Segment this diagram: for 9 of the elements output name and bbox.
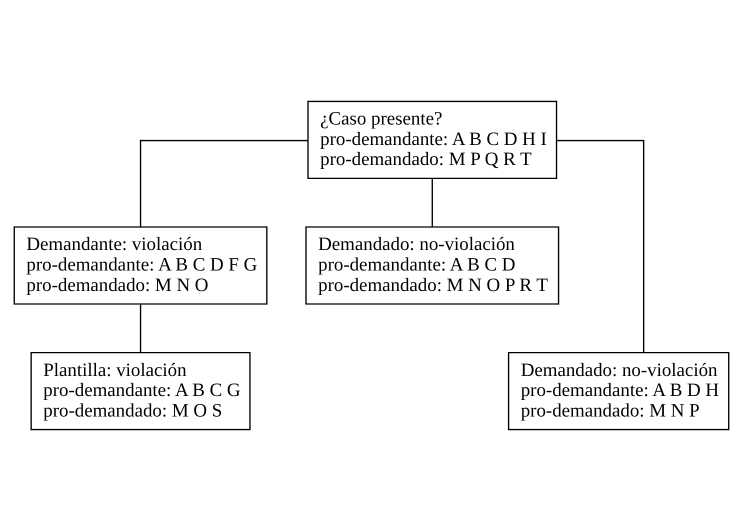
node-box: Plantilla: violación pro-demandante: A B C G pro-demandado: M O S [30, 351, 251, 430]
connector [432, 178, 433, 226]
node-box: Demandado: no-violación pro-demandante: A B C D pro-demandado: M N O P R T [305, 226, 560, 304]
connector [140, 304, 142, 352]
node-box: ¿Caso presente? pro-demandante: A B C D H I pro-demandado: M P Q R T [307, 100, 558, 179]
connector [557, 139, 644, 352]
connector [140, 139, 308, 226]
node-box: Demandante: violación pro-demandante: A B C D F G pro-demandado: M N O [14, 226, 268, 304]
node-box: Demandado: no-violación pro-demandante: A B D H pro-demandado: M N P [508, 351, 730, 430]
